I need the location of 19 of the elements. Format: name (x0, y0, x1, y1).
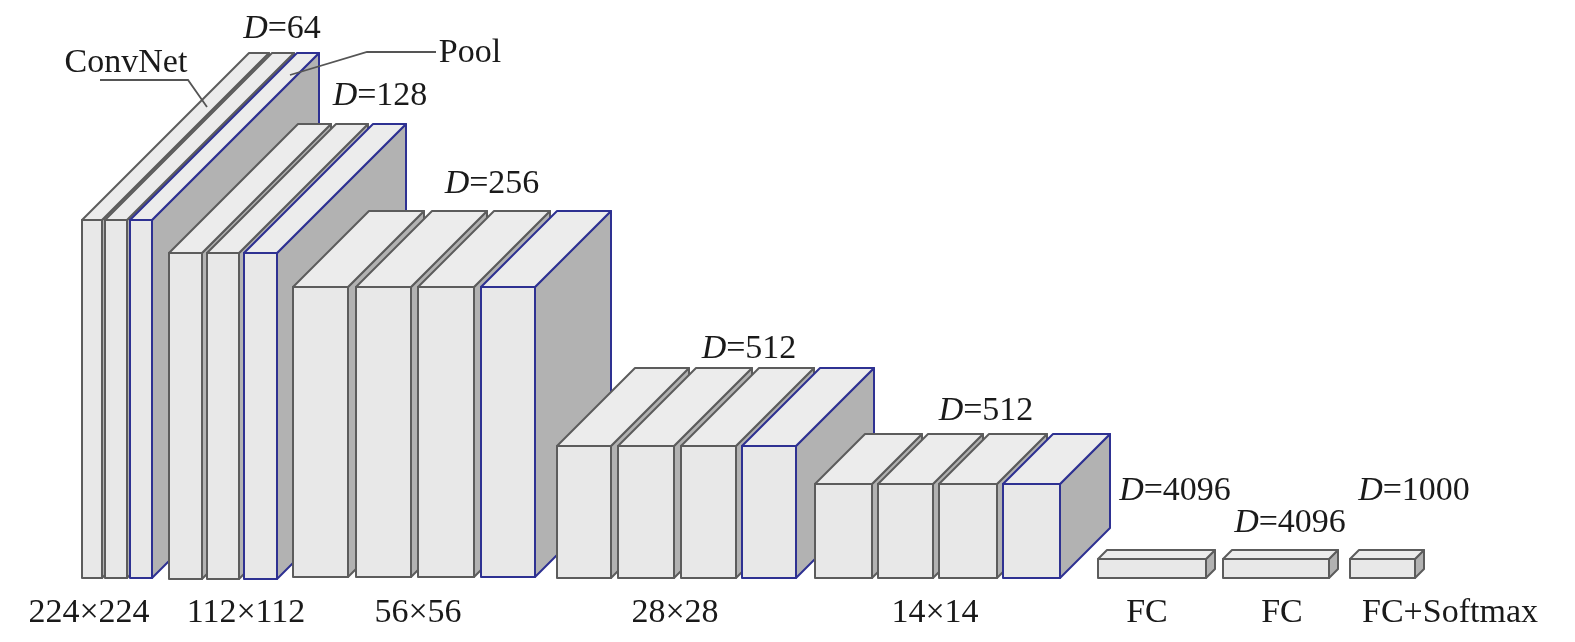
size-label: 14×14 (891, 593, 979, 628)
callout-label: ConvNet (64, 43, 188, 78)
size-label: 28×28 (631, 593, 719, 628)
layer-label: FC+Softmax (1362, 593, 1538, 628)
depth-label: D=256 (444, 164, 540, 199)
depth-label: D=1000 (1358, 471, 1470, 506)
depth-label: D=4096 (1234, 503, 1346, 538)
depth-label: D=512 (938, 391, 1034, 426)
depth-label: D=128 (332, 76, 428, 111)
size-label: 224×224 (28, 593, 150, 628)
leader-line (99, 79, 208, 108)
size-label: 112×112 (186, 593, 306, 628)
depth-label: D=512 (701, 329, 797, 364)
callout-label: Pool (438, 33, 502, 68)
depth-label: D=4096 (1119, 471, 1231, 506)
layer-label: FC (1261, 593, 1303, 628)
layer-label: FC (1126, 593, 1168, 628)
depth-label: D=64 (243, 9, 321, 44)
size-label: 56×56 (374, 593, 462, 628)
